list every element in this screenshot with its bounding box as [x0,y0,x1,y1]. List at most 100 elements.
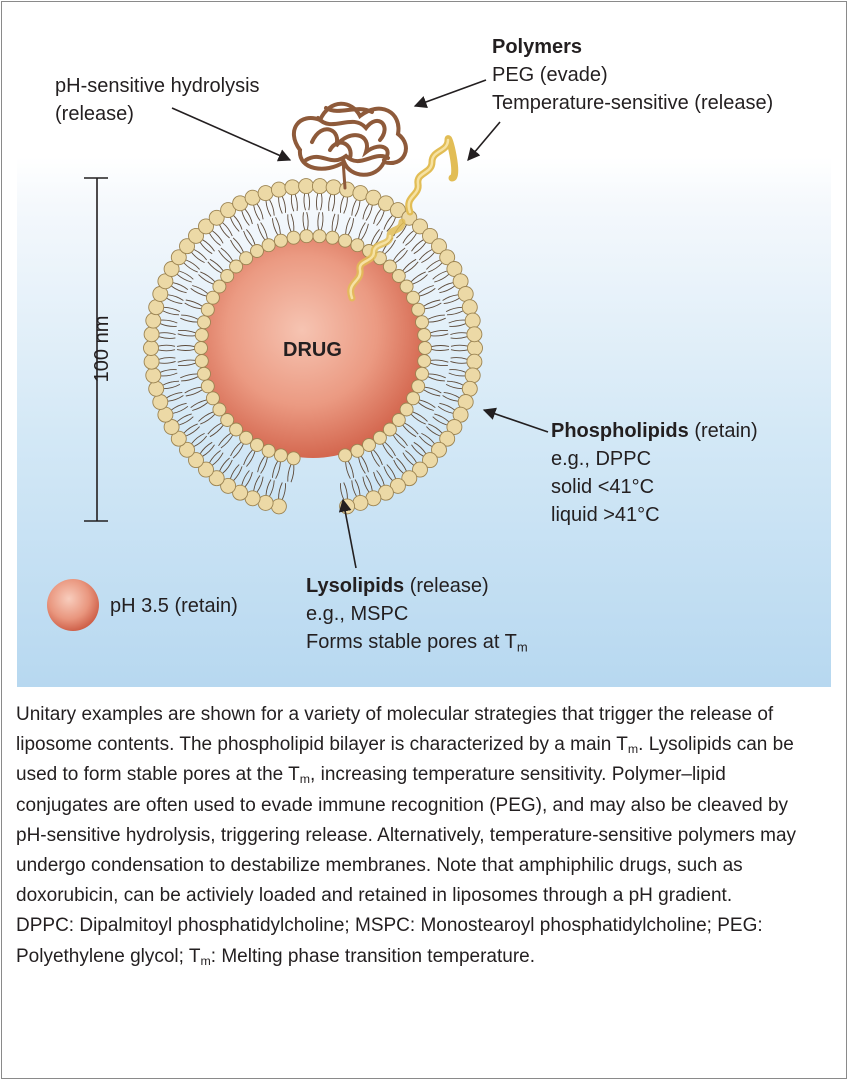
lipid-tail [207,261,222,274]
lipid-head [411,302,426,317]
lipid-head [350,238,365,253]
lipid-tail [373,471,382,488]
figure-caption: Unitary examples are shown for a variety… [16,700,816,972]
label-phospholipids-suffix: (retain) [688,420,758,442]
lipid-tail [158,336,176,339]
lipid-head [461,299,478,316]
lipid-tail [257,223,266,241]
lipid-tail [202,444,215,457]
lipid-tail [241,470,250,486]
caption-p2-part-a: DPPC: Dipalmitoyl phosphatidylcholine; M… [16,915,763,967]
lipid-head [145,367,162,384]
lipid-tail [423,299,441,307]
lipid-tail [232,443,244,459]
lipid-tail [428,423,443,434]
lipid-tail [410,413,426,425]
lipid-head [170,249,187,266]
label-lysolipids: Lysolipids (release) e.g., MSPC Forms st… [306,572,528,656]
lipid-tail [222,459,233,474]
lipid-tail [320,212,324,230]
lipid-tail [212,452,224,466]
lipid-tail [417,402,434,411]
lipid-tail [360,223,369,241]
lipid-tail [382,443,394,459]
lipid-tail [176,413,192,423]
lipid-tail [178,270,194,280]
lipid-tail [424,386,442,394]
lipid-tail [241,210,250,226]
lipid-tail [290,194,295,212]
lipid-tail [278,482,283,499]
lipid-tail [212,230,224,244]
lipid-head [362,438,376,452]
lipid-head [399,402,414,417]
lipid-head [212,402,227,417]
lipid-tail [171,285,187,294]
lipid-tail [207,422,222,435]
lipid-tail [176,348,195,351]
lipid-head [143,340,159,356]
lipid-tail [345,461,351,479]
lipid-tail [185,259,200,270]
lipid-tail [229,217,240,232]
lipid-tail [172,282,189,291]
lipid-tail [443,391,460,399]
lipid-head [399,279,414,294]
lipid-tail [265,479,272,496]
lipid-tail [233,466,243,481]
lipid-tail [198,411,214,422]
lipid-tail [404,261,419,274]
lipid-tail [413,441,427,454]
lipid-tail [162,380,180,386]
lipid-head [200,379,215,394]
label-polymers-peg: PEG (evade) [492,64,608,86]
label-scale: 100 nm [91,315,113,383]
lipid-tail [160,372,178,377]
lipid-tail [402,258,417,271]
lipid-tail [393,459,404,474]
lipid-tail [427,314,445,320]
lipid-tail [376,210,385,226]
lipid-tail [275,461,281,479]
lipid-head [152,394,169,410]
lipid-tail [158,349,176,352]
lipid-head [350,443,365,458]
lipid-tail [347,218,355,236]
lipid-tail [193,435,208,447]
lipid-tail [450,344,468,347]
lipid-tail [328,194,332,211]
lipid-head [431,238,447,255]
lipid-tail [421,432,435,444]
lipid-head [377,195,394,212]
lipid-tail [430,333,449,337]
lipid-tail [412,274,428,285]
lipid-tail [437,405,454,414]
lipid-head [466,326,483,343]
label-polymers: Polymers PEG (evade) Temperature-sensiti… [492,33,773,117]
caption-p1-part-b: . Lysolipids can be used to form stable … [16,734,794,786]
lipid-tail [427,376,445,382]
lipid-head [270,498,287,515]
lipid-head [170,430,187,447]
lipid-head [417,328,432,342]
lipid-tail [275,217,281,235]
lipid-tail [290,213,295,232]
lipid-head [339,181,356,198]
lipid-tail [209,425,224,438]
arrow-phospholipids [482,407,549,433]
lipid-head [286,230,301,245]
lipid-head [188,452,204,469]
lipid-head [298,178,315,195]
lipid-tail [411,444,424,457]
lipid-head [461,380,478,397]
lipid-tail [185,299,203,307]
lipid-tail [193,249,208,261]
lipid-tail [345,217,351,235]
lipid-tail [331,194,336,212]
lipid-tail [450,360,467,364]
lipid-tail [200,413,216,425]
lipid-tail [426,426,441,437]
lipid-tail [431,348,450,351]
lipid-tail [244,471,253,488]
